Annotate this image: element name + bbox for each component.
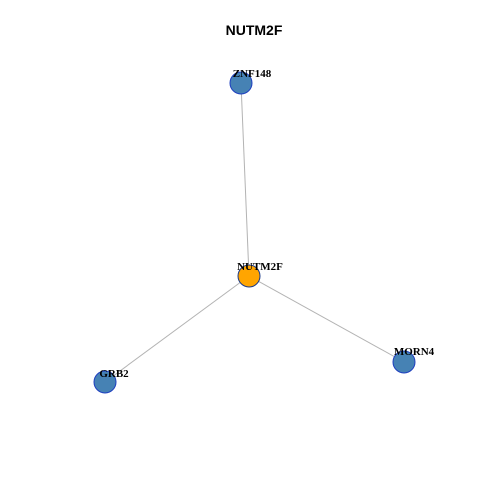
node-label-morn4: MORN4: [394, 346, 435, 358]
node-label-grb2: GRB2: [99, 368, 129, 380]
nodes-layer: [93, 71, 416, 394]
edge-nutm2f-znf148: [240, 82, 250, 277]
diagram-title: NUTM2F: [226, 22, 283, 38]
edges-layer: [104, 82, 405, 383]
edge-nutm2f-morn4: [248, 275, 405, 363]
node-morn4: [392, 350, 416, 374]
edge-nutm2f-grb2: [104, 275, 250, 383]
node-grb2: [93, 370, 117, 394]
node-znf148: [229, 71, 253, 95]
node-label-znf148: ZNF148: [233, 68, 272, 80]
node-nutm2f: [237, 264, 261, 288]
node-label-nutm2f: NUTM2F: [237, 261, 283, 273]
